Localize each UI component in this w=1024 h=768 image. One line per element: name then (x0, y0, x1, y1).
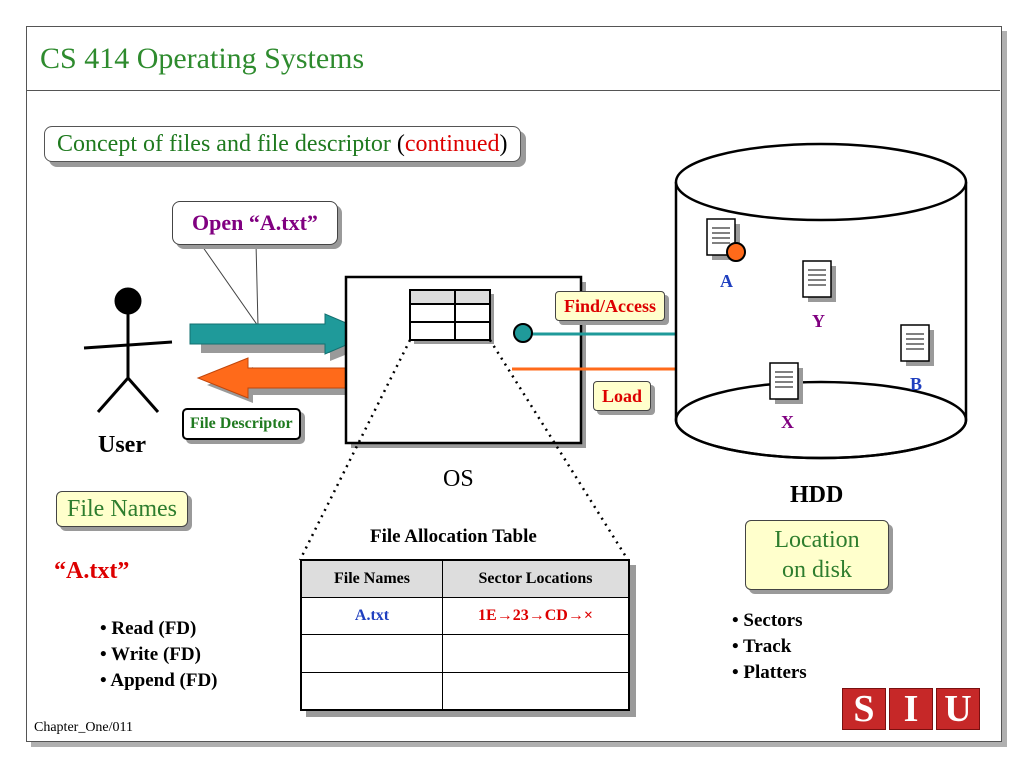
disk-term-track: • Track (732, 636, 792, 657)
mini-table-icon (409, 289, 494, 344)
disk-term-platters: • Platters (732, 662, 807, 683)
table-row (300, 634, 630, 673)
open-callout: Open “A.txt” (172, 201, 338, 245)
load-node (726, 242, 746, 262)
cylinder-hdd-icon (674, 142, 968, 460)
slide-footer: Chapter_One/011 (34, 720, 134, 735)
user-label: User (98, 432, 146, 458)
fat-cell-filename: A.txt (300, 597, 443, 636)
fat-cell-sectors: 1E→23→CD→× (442, 597, 630, 636)
hdd-file-x-label: X (781, 412, 794, 432)
load-label: Load (593, 381, 652, 411)
location-on-disk-label: Location on disk (745, 520, 889, 590)
fat-title: File Allocation Table (370, 526, 537, 547)
fat-cell-empty (442, 671, 630, 711)
fat-cell-empty (442, 634, 630, 673)
operation-append: • Append (FD) (100, 670, 218, 691)
open-request-arrow (189, 313, 375, 361)
zoom-line-right (488, 339, 630, 561)
document-icon (802, 260, 836, 302)
siu-logo: S I U (842, 688, 980, 730)
document-icon (900, 324, 934, 366)
fat-cell-empty (300, 671, 443, 711)
stick-figure-icon (83, 287, 173, 413)
logo-letter: I (889, 688, 933, 730)
file-descriptor-label: File Descriptor (182, 408, 301, 440)
slide-title: CS 414 Operating Systems (40, 42, 365, 75)
callout-pointer (199, 242, 259, 328)
fat-cell-empty (300, 634, 443, 673)
document-icon (769, 362, 803, 404)
operation-write: • Write (FD) (100, 644, 201, 665)
document-icon (706, 218, 740, 260)
os-label: OS (443, 466, 474, 492)
logo-letter: U (936, 688, 980, 730)
location-line-2: on disk (781, 557, 852, 583)
hdd-label: HDD (790, 482, 844, 508)
logo-letter: S (842, 688, 886, 730)
location-line-1: Location (774, 527, 860, 553)
file-names-label: File Names (56, 491, 188, 527)
hdd-file-a-label: A (720, 271, 733, 291)
zoom-line-left (298, 339, 412, 561)
fat-header-sector-locations: Sector Locations (442, 559, 630, 599)
disk-term-sectors: • Sectors (732, 610, 803, 631)
operation-read: • Read (FD) (100, 618, 197, 639)
table-row (300, 671, 630, 711)
table-row: A.txt 1E→23→CD→× (300, 597, 630, 636)
subtitle-open-paren: ( (396, 131, 405, 157)
hdd-file-b-label: B (910, 374, 923, 394)
subtitle-close-paren: ) (499, 131, 508, 157)
fat-table: File Names Sector Locations A.txt 1E→23→… (300, 559, 630, 711)
find-access-label: Find/Access (555, 291, 665, 321)
find-access-node (513, 323, 533, 343)
atxt-quote: “A.txt” (54, 558, 130, 584)
title-bar (26, 26, 1000, 91)
subtitle-box: Concept of files and file descriptor (co… (44, 126, 521, 162)
subtitle-highlight: continued (404, 131, 500, 157)
hdd-file-y-label: Y (812, 311, 825, 331)
fat-header-file-names: File Names (300, 559, 443, 599)
subtitle-main: Concept of files and file descriptor (57, 131, 397, 157)
